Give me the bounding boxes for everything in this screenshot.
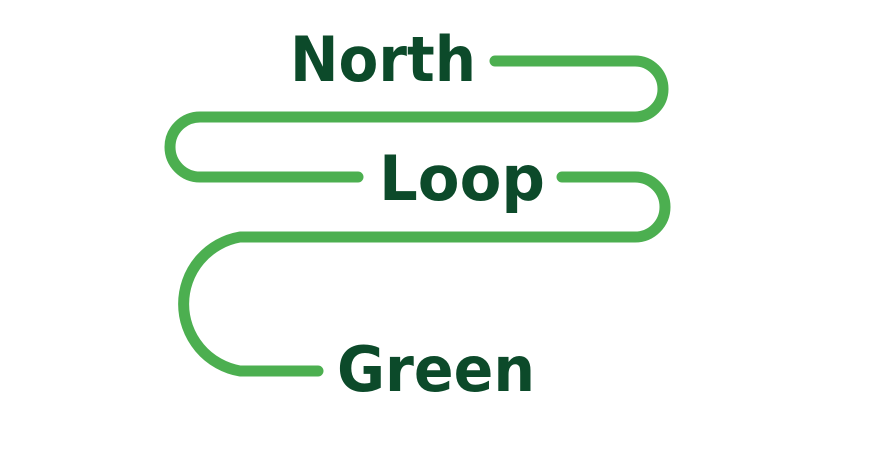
winding-green-line	[164, 55, 671, 377]
logo-word-green: Green	[337, 333, 535, 406]
logo-word-loop: Loop	[379, 142, 545, 215]
logo-word-north: North	[290, 23, 476, 96]
